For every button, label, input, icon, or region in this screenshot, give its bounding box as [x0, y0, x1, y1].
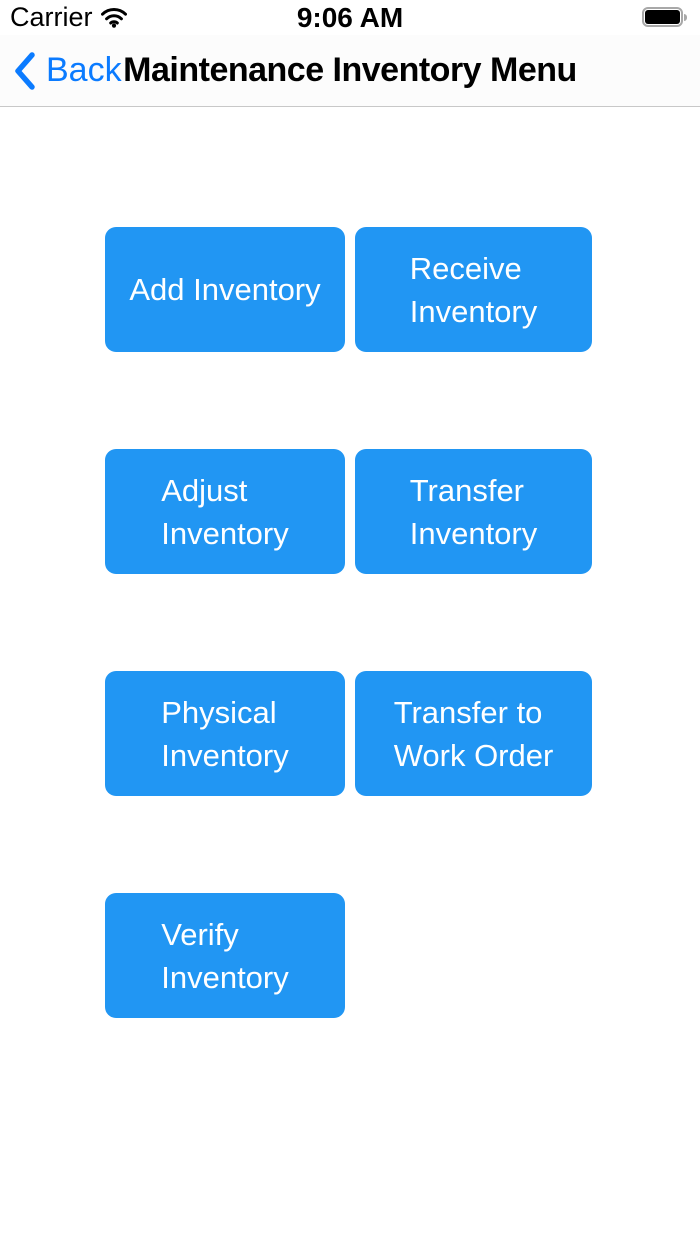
chevron-left-icon [14, 51, 36, 90]
verify-inventory-label: Verify Inventory [161, 916, 289, 995]
status-bar: Carrier 9:06 AM [0, 0, 700, 35]
add-inventory-label: Add Inventory [129, 272, 321, 307]
transfer-to-work-order-button[interactable]: Transfer to Work Order [355, 671, 592, 796]
battery-shell [642, 7, 683, 27]
back-button[interactable]: Back [14, 35, 122, 106]
receive-inventory-label: Receive Inventory [409, 250, 538, 329]
carrier-label: Carrier [10, 2, 93, 32]
back-label: Back [46, 51, 122, 89]
battery-nub [684, 14, 687, 21]
wifi-icon [100, 7, 127, 28]
page-title: Maintenance Inventory Menu [123, 51, 577, 89]
add-inventory-button[interactable]: Add Inventory [105, 227, 345, 352]
status-time: 9:06 AM [296, 1, 404, 33]
physical-inventory-label: Physical Inventory [161, 694, 289, 773]
physical-inventory-button[interactable]: Physical Inventory [105, 671, 345, 796]
transfer-inventory-label: Transfer Inventory [409, 472, 538, 551]
transfer-inventory-button[interactable]: Transfer Inventory [355, 449, 592, 574]
receive-inventory-button[interactable]: Receive Inventory [355, 227, 592, 352]
verify-inventory-button[interactable]: Verify Inventory [105, 893, 345, 1018]
transfer-to-work-order-label: Transfer to Work Order [393, 694, 554, 773]
inventory-menu-grid: Add Inventory Receive Inventory Adjust I… [105, 227, 592, 1018]
adjust-inventory-label: Adjust Inventory [161, 472, 289, 551]
battery-full-icon [642, 7, 690, 29]
nav-bar: Maintenance Inventory Menu Back [0, 35, 700, 107]
status-bar-left: Carrier [10, 0, 127, 35]
adjust-inventory-button[interactable]: Adjust Inventory [105, 449, 345, 574]
battery-fill [645, 10, 680, 24]
